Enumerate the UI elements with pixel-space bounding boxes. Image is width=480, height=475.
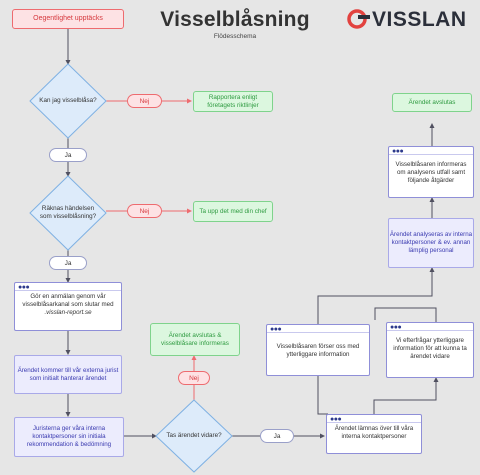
- handed-over-card: ●●● Ärendet lämnas över till våra intern…: [326, 414, 422, 454]
- external-lawyer-node: Ärendet kommer till vår externa jurist s…: [14, 355, 122, 394]
- decision-2-diamond: [29, 175, 107, 251]
- whistleblower-informed-card: ●●● Visselblåsaren informeras om analyse…: [388, 146, 474, 198]
- decision-2-label: Räknas händelsen som visselblåsning?: [39, 205, 97, 220]
- logo-wordmark: VISSLAN: [372, 8, 467, 31]
- case-closed-node: Ärendet avslutas: [392, 93, 472, 112]
- more-info-request-card: ●●● Vi efterfrågar ytterliggare informat…: [386, 322, 474, 378]
- arrow-provides-to-analysis: [317, 267, 435, 324]
- arrow-more-info-to-provides: [374, 307, 437, 322]
- page-subtitle: Flödesschema: [213, 33, 257, 40]
- report-channel-text: Gör en anmälan genom vår visselblåsarkan…: [22, 293, 114, 308]
- no-2-pill: Nej: [127, 204, 162, 218]
- card-header-bar: [389, 147, 473, 155]
- decision-3-label: Tas ärendet vidare?: [166, 432, 222, 439]
- window-dots-icon: ●●●: [270, 326, 282, 333]
- talk-manager-node: Ta upp det med din chef: [193, 201, 273, 222]
- card-header-bar: [15, 283, 121, 291]
- report-channel-card: ●●● Gör en anmälan genom vår visselblåsa…: [14, 282, 122, 331]
- start-node: Oegentlighet upptäcks: [12, 9, 124, 29]
- window-dots-icon: ●●●: [330, 416, 342, 423]
- logo-mark-icon: [347, 9, 370, 29]
- whistleblower-provides-text: Visselblåsaren förser oss med ytterligga…: [276, 343, 360, 358]
- whistleblower-informed-text: Visselblåsaren informeras om analysens u…: [395, 161, 467, 184]
- no-3-pill: Nej: [178, 371, 210, 385]
- arrow-handover-to-analysis: [317, 376, 328, 415]
- yes-1-pill: Ja: [49, 148, 87, 162]
- report-channel-domain: .visslan-report.se: [44, 309, 92, 316]
- card-header-bar: [387, 323, 473, 331]
- card-header-bar: [267, 325, 369, 333]
- yes-2-pill: Ja: [49, 256, 87, 270]
- more-info-request-text: Vi efterfrågar ytterliggare information …: [393, 337, 467, 360]
- analysed-node: Ärendet analyseras av interna kontaktper…: [388, 218, 474, 268]
- lawyer-recommendation-node: Juristerna ger våra interna kontaktperso…: [14, 417, 124, 457]
- card-header-bar: [327, 415, 421, 423]
- decision-1-label: Kan jag visselblåsa?: [39, 97, 97, 104]
- whistleblower-provides-card: ●●● Visselblåsaren förser oss med ytterl…: [266, 324, 370, 376]
- no-1-pill: Nej: [127, 94, 162, 108]
- window-dots-icon: ●●●: [390, 324, 402, 331]
- yes-3-pill: Ja: [260, 429, 294, 443]
- report-company-node: Rapportera enligt företagets riktlinjer: [193, 91, 273, 112]
- decision-3-diamond: [155, 399, 233, 473]
- page-title: Visselblåsning: [160, 8, 310, 31]
- window-dots-icon: ●●●: [18, 284, 30, 291]
- decision-1-diamond: [29, 63, 107, 139]
- handed-over-text: Ärendet lämnas över till våra interna ko…: [334, 425, 414, 440]
- arrow-handover-to-more-info: [373, 377, 439, 414]
- case-closed-informed-node: Ärendet avslutas & visselblåsare informe…: [150, 323, 240, 356]
- window-dots-icon: ●●●: [392, 148, 404, 155]
- visslan-logo: VISSLAN: [346, 8, 476, 31]
